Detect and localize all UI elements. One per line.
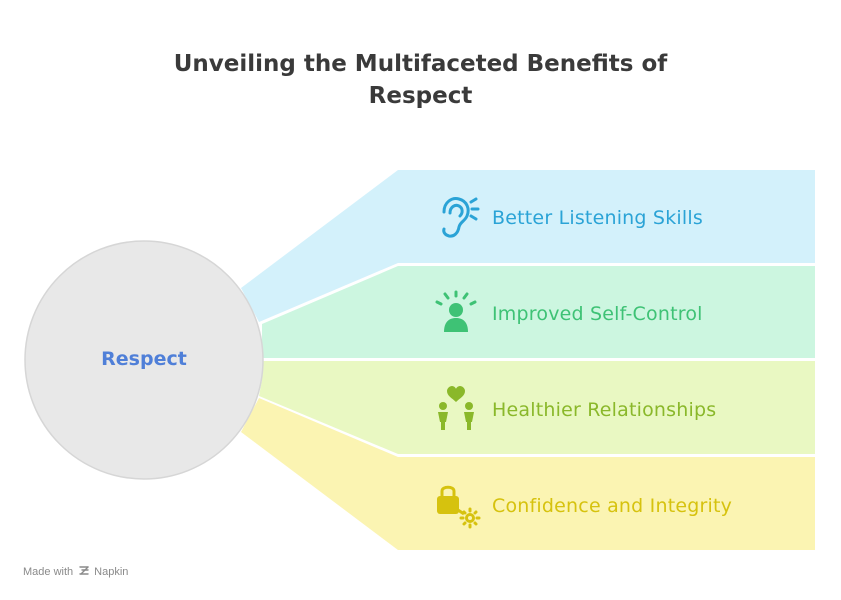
title-line-1: Unveiling the Multifaceted Benefits of xyxy=(173,51,668,77)
couple-heart-icon xyxy=(430,384,482,436)
branch-label-1: Better Listening Skills xyxy=(492,207,703,229)
diagram-title: Unveiling the Multifaceted Benefits of R… xyxy=(0,48,841,112)
footer-brand: Napkin xyxy=(94,566,129,578)
branch-band-3 xyxy=(259,361,815,454)
center-label: Respect xyxy=(101,348,187,370)
center-circle xyxy=(24,240,264,480)
branch-band-2 xyxy=(262,266,815,358)
branch-label-2: Improved Self-Control xyxy=(492,303,703,325)
calm-person-icon xyxy=(430,288,482,340)
title-line-2: Respect xyxy=(368,83,473,109)
branch-healthier-relationships: Healthier Relationships xyxy=(430,386,717,432)
lock-gear-icon xyxy=(430,480,482,532)
branch-band-1 xyxy=(241,170,815,322)
branch-self-control: Improved Self-Control xyxy=(430,290,703,336)
footer-made-with: Made with xyxy=(23,566,74,578)
branch-better-listening: Better Listening Skills xyxy=(430,196,703,240)
branch-confidence-integrity: Confidence and Integrity xyxy=(430,484,733,529)
napkin-logo-icon xyxy=(79,565,90,579)
branch-band-4 xyxy=(241,398,815,550)
branch-label-3: Healthier Relationships xyxy=(492,399,717,421)
ear-icon xyxy=(430,192,482,244)
footer-credit: Made with Napkin xyxy=(23,565,128,579)
branch-label-4: Confidence and Integrity xyxy=(492,495,733,517)
